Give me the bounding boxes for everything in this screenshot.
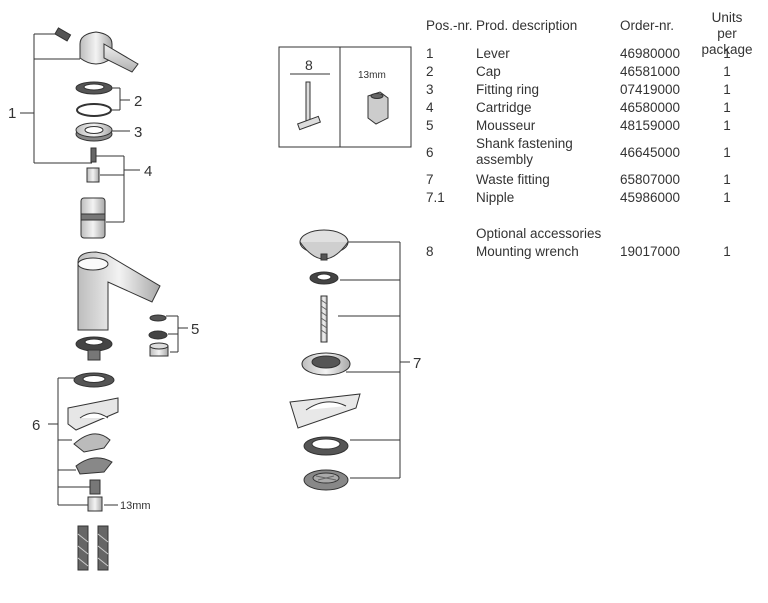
row-order: 46645000	[620, 145, 681, 160]
mounting-wrench-box	[278, 46, 412, 148]
row-units: 1	[723, 100, 731, 115]
row-pos: 2	[426, 64, 434, 79]
supply-hoses-part	[77, 525, 109, 571]
row-pos: 3	[426, 82, 434, 97]
waste-nipple-part	[303, 469, 349, 491]
mousseur-part	[148, 314, 169, 357]
wrench-box-size: 13mm	[358, 70, 386, 81]
row-pos: 1	[426, 46, 434, 61]
waste-cap-part	[299, 229, 349, 261]
row-desc: Lever	[476, 46, 510, 61]
waste-gasket-part	[303, 436, 349, 456]
callout-7: 7	[413, 355, 421, 372]
row-units: 1	[723, 64, 731, 79]
row-pos: 7.1	[426, 190, 445, 205]
header-pos: Pos.-nr.	[426, 18, 473, 33]
row-desc: Nipple	[476, 190, 515, 205]
callout-3: 3	[134, 124, 142, 141]
row-pos: 6	[426, 145, 434, 160]
row-desc: Shank fastening assembly	[476, 136, 573, 167]
lever-part	[79, 31, 139, 73]
callout-6: 6	[32, 417, 40, 434]
row-units: 1	[723, 82, 731, 97]
shank-fastening-assembly-part	[67, 372, 119, 512]
optional-accessories-heading: Optional accessories	[476, 226, 602, 241]
cartridge-part	[80, 147, 106, 239]
row-desc: Cartridge	[476, 100, 532, 115]
row-units: 1	[723, 145, 731, 160]
row-desc: Cap	[476, 64, 501, 79]
cap-part	[75, 81, 113, 117]
base-gasket-part	[75, 336, 113, 361]
faucet-body-part	[77, 251, 161, 331]
row-order: 19017000	[620, 244, 681, 259]
row-units: 1	[723, 46, 731, 61]
row-order: 07419000	[620, 82, 681, 97]
waste-fitting-bracket	[338, 241, 410, 479]
waste-body-part	[289, 352, 361, 429]
wrench-box-number: 8	[305, 57, 313, 73]
waste-ring-part	[309, 271, 339, 285]
row-units: 1	[723, 190, 731, 205]
row-order: 46980000	[620, 46, 681, 61]
row-pos: 8	[426, 244, 434, 259]
row-pos: 5	[426, 118, 434, 133]
lever-screw-part	[54, 27, 72, 42]
callout-1: 1	[8, 105, 16, 122]
row-order: 46581000	[620, 64, 681, 79]
row-desc: Mounting wrench	[476, 244, 579, 259]
row-pos: 4	[426, 100, 434, 115]
callout-numbers: 1 2 3 4 5 6 7 8 13mm 13mm	[8, 57, 421, 512]
row-order: 45986000	[620, 190, 681, 205]
callout-5: 5	[191, 321, 199, 338]
header-units: Units per package	[700, 10, 754, 58]
callout-4: 4	[144, 163, 152, 180]
row-units: 1	[723, 118, 731, 133]
row-pos: 7	[426, 172, 434, 187]
header-description: Prod. description	[476, 18, 578, 33]
header-units-line2: package	[701, 42, 753, 57]
row-order: 46580000	[620, 100, 681, 115]
nut-size-label: 13mm	[120, 500, 151, 512]
callout-2: 2	[134, 93, 142, 110]
waste-rod-part	[320, 295, 328, 343]
header-units-line1: Units per	[711, 10, 743, 41]
row-desc: Waste fitting	[476, 172, 550, 187]
row-desc: Mousseur	[476, 118, 536, 133]
row-order: 48159000	[620, 118, 681, 133]
row-units: 1	[723, 244, 731, 259]
row-order: 65807000	[620, 172, 681, 187]
header-order: Order-nr.	[620, 18, 675, 33]
row-units: 1	[723, 172, 731, 187]
fitting-ring-part	[75, 122, 113, 142]
row-desc: Fitting ring	[476, 82, 540, 97]
